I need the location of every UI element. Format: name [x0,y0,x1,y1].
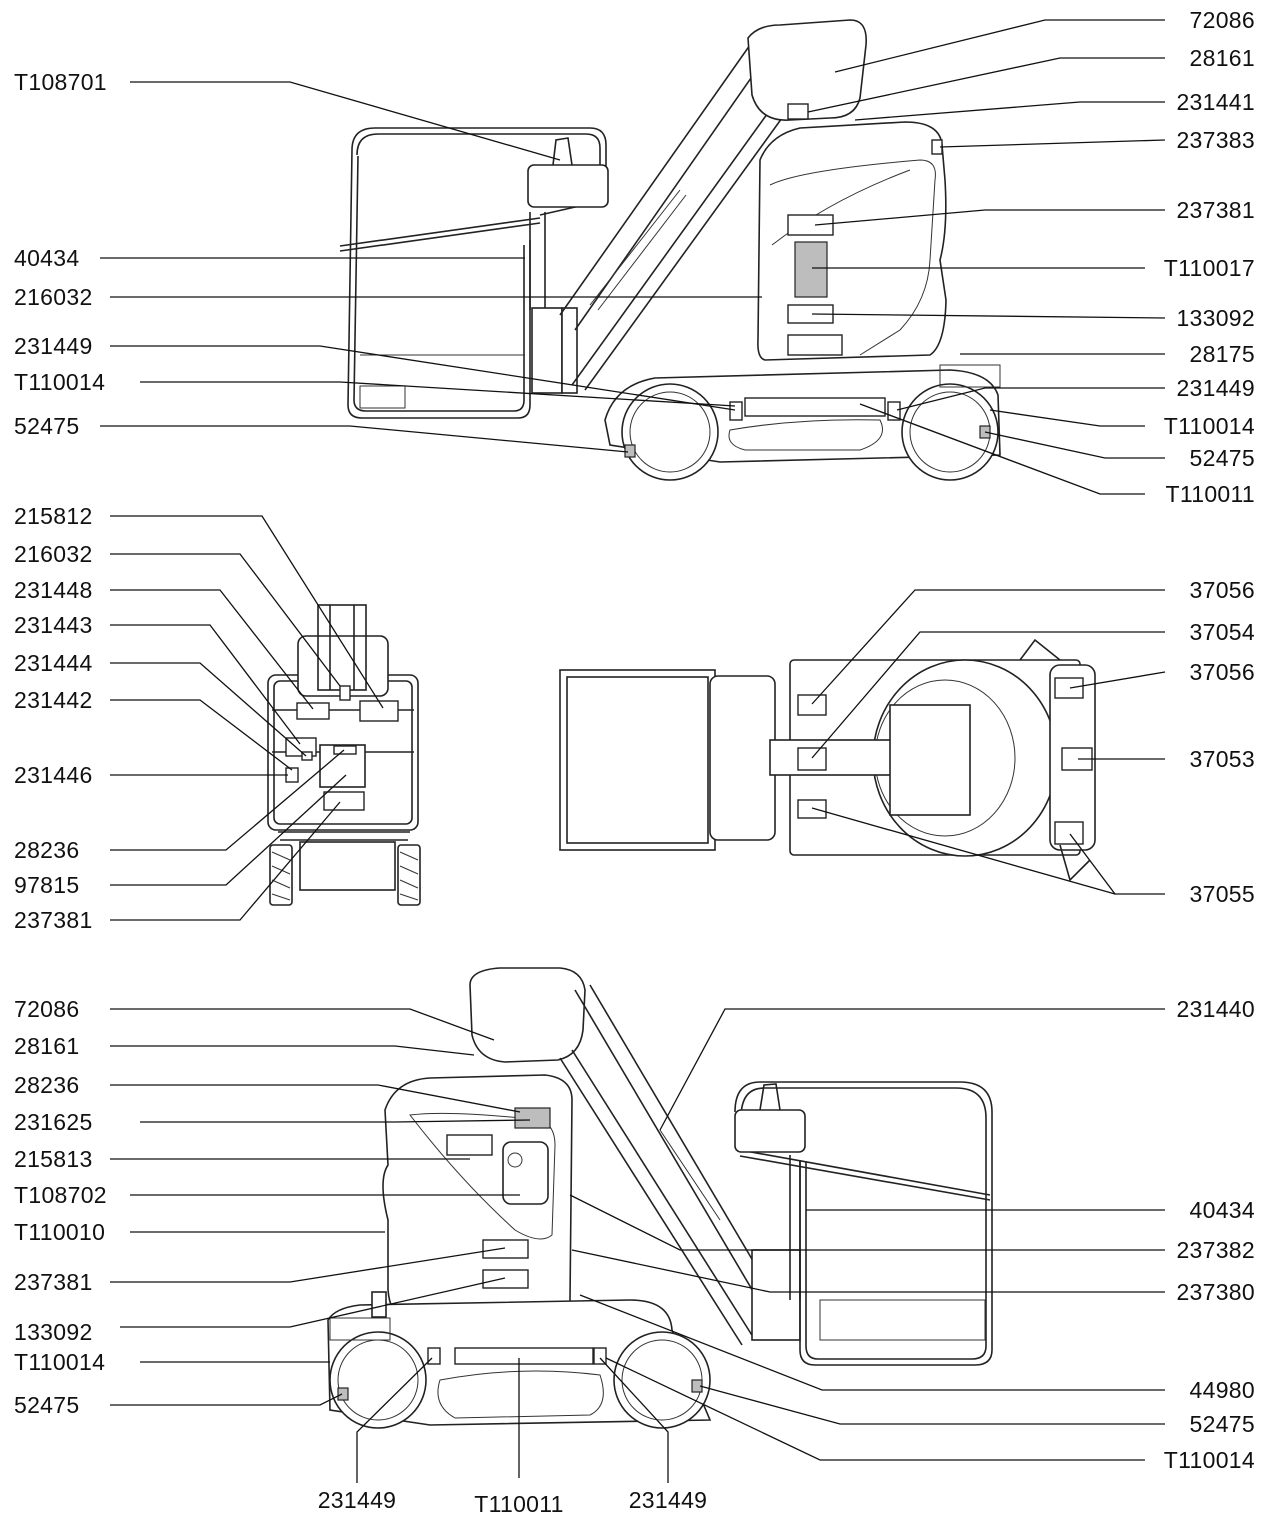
label-side-right-t110014: T110014 [1164,413,1255,439]
label-side2-bottom-231449-b: 231449 [629,1487,708,1513]
label-side2-left-28161: 28161 [14,1033,79,1059]
label-side2-right-40434: 40434 [1190,1197,1255,1223]
label-side2-left-231625: 231625 [14,1109,93,1135]
label-side2-left-52475: 52475 [14,1392,79,1418]
label-side-right-231449: 231449 [1176,375,1255,401]
label-top-37055: 37055 [1190,881,1255,907]
label-rear-237381: 237381 [14,907,93,933]
label-rear-231448: 231448 [14,577,93,603]
label-side-right-231441: 231441 [1176,89,1255,115]
label-side-right-133092: 133092 [1176,305,1255,331]
label-top-37056-a: 37056 [1190,577,1255,603]
label-side-right-52475: 52475 [1190,445,1255,471]
label-side2-left-t110014: T110014 [14,1349,105,1375]
label-top-37053: 37053 [1190,746,1255,772]
side-view-left-drawing [339,19,1001,481]
label-side-left-231449: 231449 [14,333,93,359]
label-side-right-t110011: T110011 [1166,481,1255,507]
label-side2-bottom-t110011: T110011 [474,1491,563,1517]
label-rear-215812: 215812 [14,503,93,529]
label-side-right-t110017: T110017 [1164,255,1255,281]
label-side2-bottom-231449-a: 231449 [318,1487,397,1513]
label-side-left-52475: 52475 [14,413,79,439]
label-side-left-216032: 216032 [14,284,93,310]
label-side2-right-237382: 237382 [1176,1237,1255,1263]
label-side2-right-52475: 52475 [1190,1411,1255,1437]
label-rear-231443: 231443 [14,612,93,638]
label-rear-231446: 231446 [14,762,93,788]
label-rear-216032: 216032 [14,541,93,567]
label-side-right-237381: 237381 [1176,197,1255,223]
label-side2-left-133092: 133092 [14,1319,93,1345]
label-side2-right-t110014: T110014 [1164,1447,1255,1473]
label-side-right-28161: 28161 [1190,45,1255,71]
label-rear-231442: 231442 [14,687,93,713]
label-side2-left-t110010: T110010 [14,1219,105,1245]
label-side2-left-237381: 237381 [14,1269,93,1295]
label-side2-right-44980: 44980 [1190,1377,1255,1403]
label-side2-left-215813: 215813 [14,1146,93,1172]
label-side-left-t110014: T110014 [14,369,105,395]
labels: T108701 40434 216032 231449 T110014 5247… [14,7,1255,1517]
label-side-left-t108701: T108701 [14,69,107,95]
top-view-drawing [559,638,1096,882]
label-side-right-28175: 28175 [1190,341,1255,367]
label-side2-right-231440: 231440 [1176,996,1255,1022]
label-rear-97815: 97815 [14,872,79,898]
label-side2-right-237380: 237380 [1176,1279,1255,1305]
label-rear-28236: 28236 [14,837,79,863]
label-top-37054: 37054 [1190,619,1255,645]
label-side2-left-28236: 28236 [14,1072,79,1098]
side-view-right-drawing [327,967,993,1429]
label-side2-left-72086: 72086 [14,996,79,1022]
label-side2-left-t108702: T108702 [14,1182,107,1208]
label-side-left-40434: 40434 [14,245,79,271]
label-side-right-72086: 72086 [1190,7,1255,33]
label-side-right-237383: 237383 [1176,127,1255,153]
leader-lines [100,19,1166,1483]
label-top-37056-b: 37056 [1190,659,1255,685]
label-rear-231444: 231444 [14,650,93,676]
